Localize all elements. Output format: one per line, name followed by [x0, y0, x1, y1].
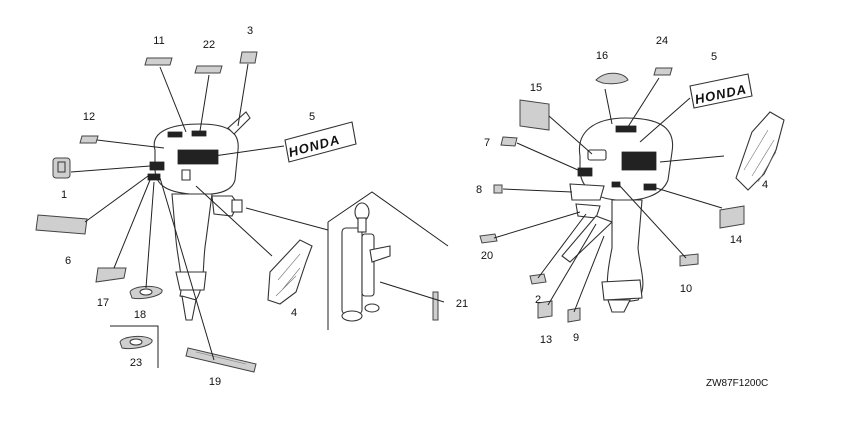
callout-c4b: 4: [762, 179, 768, 191]
decal-13: [537, 300, 553, 319]
callout-c3: 3: [247, 25, 253, 37]
decal-24: [653, 67, 673, 76]
decal-19: [185, 347, 257, 373]
decal-1: [52, 157, 71, 179]
callout-c9: 9: [573, 332, 579, 344]
decal-4-right: [735, 111, 785, 191]
honda-decal-right: HONDA: [689, 73, 753, 109]
callout-c23: 23: [130, 357, 142, 369]
decal-17: [95, 267, 127, 283]
callout-c10: 10: [680, 283, 692, 295]
decal-6: [35, 214, 88, 235]
tilt-cylinder-inset: [327, 191, 449, 330]
callout-c15: 15: [530, 82, 542, 94]
decal-16: [595, 72, 629, 85]
callout-c5b: 5: [711, 51, 717, 63]
callout-c18: 18: [134, 309, 146, 321]
decal-10: [679, 253, 699, 267]
honda-decal-left: HONDA: [284, 121, 357, 163]
callout-c1: 1: [61, 189, 67, 201]
leader-lines: [70, 63, 725, 361]
decal-4-left: [267, 239, 313, 305]
decal-20: [479, 233, 498, 244]
decal-21: [432, 291, 439, 321]
callout-c16: 16: [596, 50, 608, 62]
decal-8: [493, 184, 503, 194]
right-outboard-engine: [561, 117, 674, 313]
callout-c4a: 4: [291, 307, 297, 319]
decal-7: [500, 136, 518, 147]
callout-c8: 8: [476, 184, 482, 196]
callout-c20: 20: [481, 250, 493, 262]
decal-11: [144, 57, 173, 66]
callout-c6: 6: [65, 255, 71, 267]
diagram-code: ZW87F1200C: [706, 378, 768, 389]
callout-c19: 19: [209, 376, 221, 388]
callout-c2: 2: [535, 294, 541, 306]
callout-c21: 21: [456, 298, 468, 310]
decal-22: [194, 65, 223, 74]
callout-c11: 11: [153, 35, 164, 47]
decal-12: [79, 135, 99, 144]
callout-c5a: 5: [309, 111, 315, 123]
callout-c7: 7: [484, 137, 490, 149]
decal-9: [567, 307, 581, 323]
callout-c12: 12: [83, 111, 95, 123]
callout-c24: 24: [656, 35, 668, 47]
decal-14: [719, 205, 745, 229]
callout-c13: 13: [540, 334, 552, 346]
right-decals: HONDA: [479, 67, 785, 323]
decal-2: [529, 273, 547, 285]
left-outboard-engine: [147, 111, 251, 321]
callout-c14: 14: [730, 234, 742, 246]
decal-15: [519, 99, 550, 131]
callout-c17: 17: [97, 297, 109, 309]
decal-3: [239, 51, 258, 64]
callout-labels: 1234455678910111213141516171819202122232…: [61, 25, 768, 388]
callout-c22: 22: [203, 39, 215, 51]
